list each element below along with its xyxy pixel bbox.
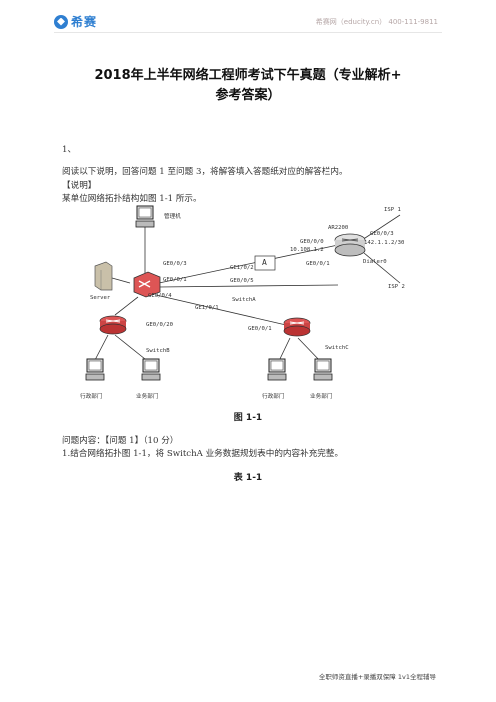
intro-text: 某单位网络拓扑结构如图 1-1 所示。 [62,194,202,204]
label-r-ge001: GE0/0/1 [306,261,330,267]
topology-links [94,214,401,364]
page-header: 希赛 希赛网（educity.cn） 400-111-9811 [0,0,496,44]
figure-caption: 图 1-1 [233,413,263,423]
server-icon [94,261,113,291]
document-title-line2: 参考答案） [215,88,281,103]
label-sa-ge003: GE0/0/3 [163,261,187,267]
biz-pc-b-icon [141,358,161,381]
question-content: 问题内容：【问题 1】（10 分） [62,436,179,446]
switch-c-icon [283,317,311,337]
label-manager-pc: 管理机 [164,214,181,220]
label-dept-biz-b: 业务部门 [136,394,159,400]
label-isp1: ISP 1 [384,207,401,213]
label-dept-admin-c: 行政部门 [262,394,285,400]
header-divider [54,32,442,33]
switch-a-icon [133,271,161,298]
question-number: 1、 [62,145,77,155]
label-sc-ge001: GE0/0/1 [248,326,272,332]
note-label: 【说明】 [62,181,97,191]
label-isp2: ISP 2 [388,284,405,290]
label-sa-ge101: GE1/0/1 [195,305,219,311]
instruction-text: 阅读以下说明，回答问题 1 至问题 3，将解答填入答题纸对应的解答栏内。 [62,167,348,177]
label-dept-admin-b: 行政部门 [80,394,103,400]
label-sa-ge002: GE1/0/2 [230,265,254,271]
label-r-ge003: GE0/0/3 [370,231,394,237]
switch-b-icon [99,315,127,335]
header-contact: 希赛网（educity.cn） 400-111-9811 [315,18,438,26]
label-box-a: A [262,258,267,267]
logo: 希赛 [54,13,97,30]
admin-pc-b-icon [85,358,105,381]
label-sa-ge001: GE0/0/1 [163,277,187,283]
label-sa-ge004: GE0/0/4 [148,293,172,299]
label-switch-a: SwitchA [232,297,256,303]
question-text: 1.结合网络拓扑图 1-1，将 SwitchA 业务数据规划表中的内容补充完整。 [62,449,344,459]
logo-text: 希赛 [71,15,98,29]
label-r-ip2: 142.1.1.2/30 [364,240,405,246]
label-dept-biz-c: 业务部门 [310,394,333,400]
network-topology-figure: 管理机 Server SwitchA GE0/0/3 GE0/0/1 GE0/0… [60,205,440,405]
label-switch-c: SwitchC [325,345,349,351]
label-server: Server [90,295,111,301]
label-switch-b: SwitchB [146,348,170,354]
label-router: AR2200 [328,225,349,231]
label-r-ge000: GE0/0/0 [300,239,324,245]
manager-pc-icon [135,205,155,228]
table-caption: 表 1-1 [233,473,263,483]
label-r-ip1: 10.108.1.2 [290,247,324,253]
router-icon [334,233,366,257]
label-sb-ge0020: GE0/0/20 [146,322,173,328]
document-title-line1: 2018年上半年网络工程师考试下午真题（专业解析+ [94,68,402,83]
label-r-dialer: Dialer0 [363,259,387,265]
logo-icon [54,14,68,29]
biz-pc-c-icon [313,358,333,381]
admin-pc-c-icon [267,358,287,381]
label-sa-ge005: GE0/0/5 [230,278,254,284]
page-footer: 全职师资直播+录播双保障 1v1全程辅导 [318,673,436,681]
